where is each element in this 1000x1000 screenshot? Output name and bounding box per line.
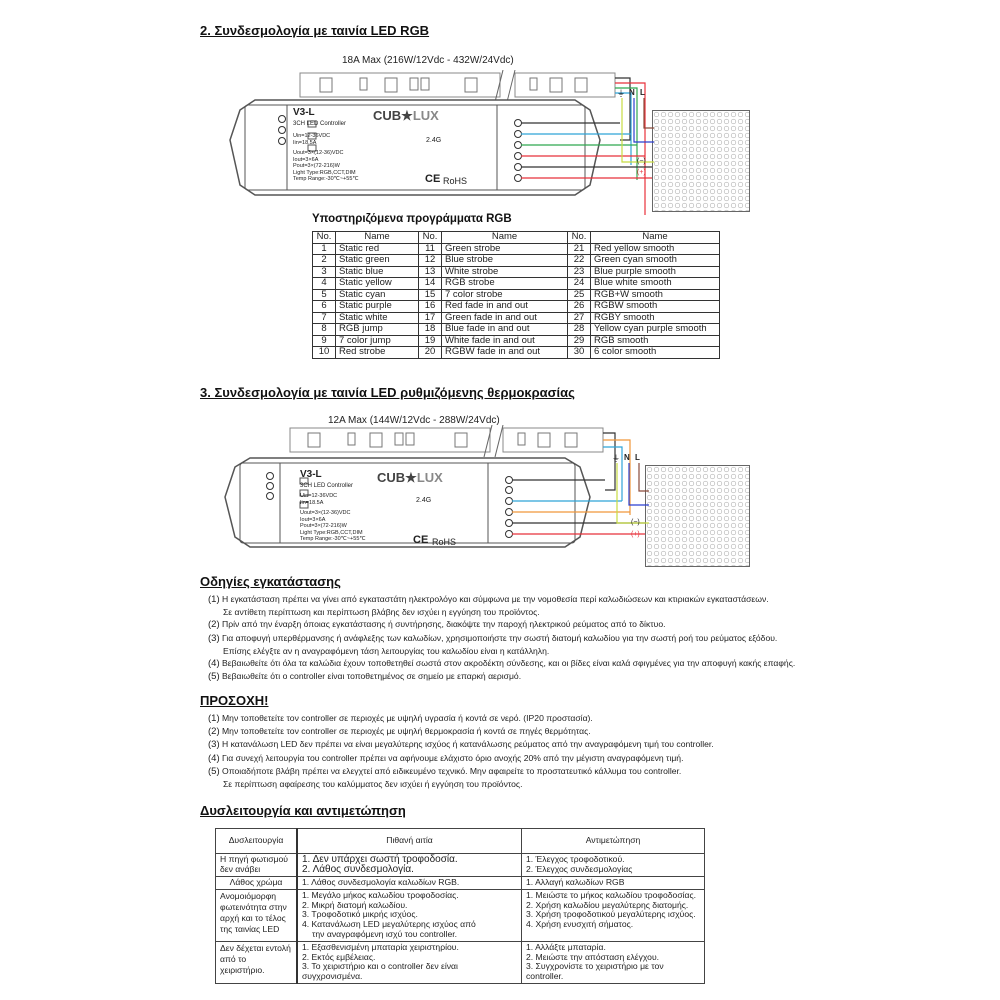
led-strip-icon [289,424,604,458]
plus-label: (+) [637,169,646,176]
live-label: L [635,453,640,462]
troubleshooting-header-row: Δυσλειτουργία Πιθανή αιτία Αντιμετώπηση [215,828,705,854]
list-item: (2) Πρίν από την έναρξη όποιας εγκατάστα… [208,619,666,631]
controller-model: V3-L [300,469,322,480]
list-item: (2) Μην τοποθετείτε τον controller σε πε… [208,726,591,738]
list-item: (4) Βεβαιωθείτε ότι όλα τα καλώδια έχουν… [208,658,796,670]
psu-mains-wires [616,463,649,524]
cct-wiring-svg [224,424,665,548]
neutral-label: N [629,88,635,97]
plus-label: (+) [631,531,640,538]
rohs-mark: RoHS [443,176,468,186]
installation-title: Οδηγίες εγκατάστασης [200,574,341,589]
rgb-wiring-svg [229,69,878,238]
programs-title: Υποστηριζόμενα προγράμματα RGB [312,213,512,225]
ce-mark: CE [413,534,429,546]
list-item: (5) Οποιαδήποτε βλάβη πρέπει να ελεγχτεί… [208,765,682,777]
list-item: (1) Η εγκατάσταση πρέπει να γίνει από εγ… [208,594,769,605]
earth-icon: ⏚ [612,454,620,463]
table-row: Ανομοιόμορφη φωτεινότητα στην αρχή και τ… [215,888,705,942]
psu-mains-wires [621,98,654,163]
table-row: Λάθος χρώμα 1. Λάθος συνδεσμολογία καλωδ… [215,876,705,890]
neutral-label: N [624,453,630,462]
section-2-max-caption: 18A Max (216W/12Vdc - 432W/24Vdc) [342,55,514,66]
brand-logo: CUB★LUX [377,470,443,485]
rgb-wiring-diagram [225,69,878,238]
controller-subtitle: 3CH LED Controller [293,121,347,127]
rf-label: 2.4G [416,497,432,504]
power-supply-unit [645,465,750,567]
minus-label: (−) [631,519,640,526]
controller-body-icon [229,99,601,196]
caution-list: (1) Μην τοποθετείτε τον controller σε πε… [208,713,714,790]
brand-logo: CUB★LUX [373,108,439,123]
controller-subtitle: 3CH LED Controller [300,483,354,489]
earth-icon: ⏚ [617,89,625,98]
section-2-title: 2. Συνδεσμολογία με ταινία LED RGB [200,23,430,38]
troubleshooting-title: Δυσλειτουργία και αντιμετώπηση [200,803,406,818]
troubleshooting-table: Δυσλειτουργία Πιθανή αιτία Αντιμετώπηση … [215,828,705,984]
rf-label: 2.4G [426,137,442,144]
table-row: Η πηγή φωτισμού δεν ανάβει 1. Δεν υπάρχε… [215,853,705,877]
caution-title: ΠΡΟΣΟΧΗ! [200,693,269,708]
table-row: Δεν δέχεται εντολή από το χειριστήριο. 1… [215,940,705,984]
controller-body-icon [224,457,591,548]
list-item: (5) Βεβαιωθείτε ότι ο controller είναι τ… [208,671,522,683]
live-label: L [640,88,645,97]
section-3-title: 3. Συνδεσμολογία με ταινία LED ρυθμιζόμε… [200,385,575,400]
list-item: (3) Η κατανάλωση LED δεν πρέπει να είναι… [208,739,714,751]
list-item: (3) Για αποφυγή υπερθέρμανσης ή ανάφλεξη… [208,632,778,644]
minus-label: (−) [637,158,646,165]
rohs-mark: RoHS [432,537,457,547]
ce-mark: CE [425,173,441,185]
programs-header-row: No.Name No.Name No.Name [312,231,720,244]
cct-wiring-diagram [220,424,740,560]
section-3-max-caption: 12A Max (144W/12Vdc - 288W/24Vdc) [328,415,500,426]
list-item: (4) Για συνεχή λειτουργία του controller… [208,752,684,764]
led-strip-icon [299,69,616,103]
installation-list: (1) Η εγκατάσταση πρέπει να γίνει από εγ… [208,594,796,683]
list-item: (1) Μην τοποθετείτε τον controller σε πε… [208,713,593,724]
controller-model: V3-L [293,107,315,118]
power-supply-unit [652,110,750,212]
